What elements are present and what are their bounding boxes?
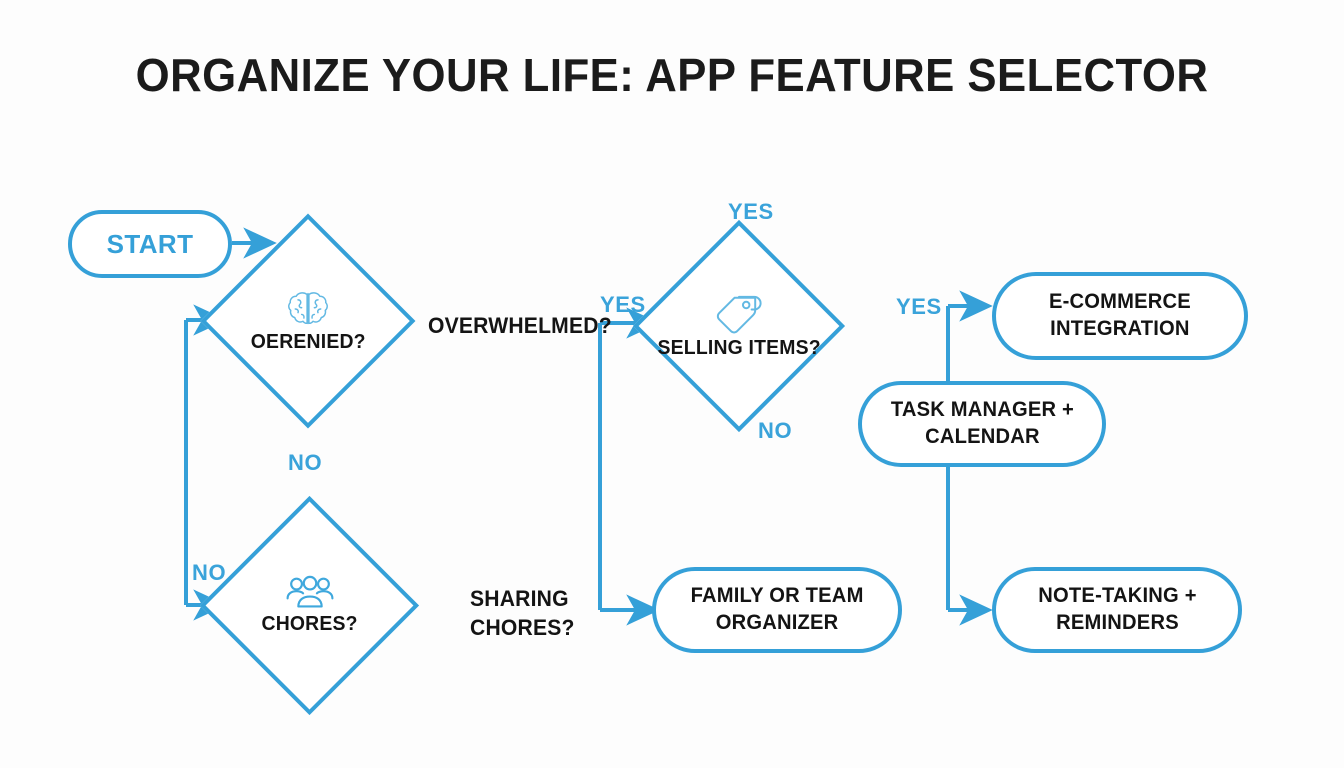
decision-chores-content: CHORES? [232, 528, 387, 683]
result-ecommerce[interactable]: E-COMMERCE INTEGRATION [992, 272, 1248, 360]
result-family-organizer-label: FAMILY OR TEAM ORGANIZER [691, 583, 864, 637]
decision-overwhelmed-content: OERENIED? [232, 245, 384, 397]
result-task-manager-label: TASK MANAGER + CALENDAR [890, 397, 1073, 451]
result-note-taking[interactable]: NOTE-TAKING + REMINDERS [992, 567, 1242, 653]
result-ecommerce-line2: INTEGRATION [1050, 317, 1190, 340]
result-family-organizer-line1: FAMILY OR TEAM [690, 584, 864, 608]
result-task-manager-line2: CALENDAR [924, 425, 1040, 448]
decision-overwhelmed[interactable]: OERENIED? [200, 213, 416, 429]
decision-chores[interactable]: CHORES? [199, 495, 420, 716]
edge-label-yes-overwhelmed: YES [600, 292, 646, 317]
result-family-organizer[interactable]: FAMILY OR TEAM ORGANIZER [652, 567, 902, 653]
price-tag-icon [712, 293, 766, 335]
result-task-manager[interactable]: TASK MANAGER + CALENDAR [858, 381, 1106, 467]
decision-selling-label: SELLING ITEMS? [657, 336, 821, 359]
decision-selling-content: SELLING ITEMS? [657, 251, 820, 401]
decision-selling[interactable]: SELLING ITEMS? [632, 219, 846, 433]
edge-label-no-chores-loop: NO [192, 560, 227, 585]
question-sharing-chores: SHARING CHORES? [470, 585, 575, 642]
edge-label-no-selling: NO [758, 418, 793, 443]
question-overwhelmed: OVERWHELMED? [428, 313, 612, 338]
edge-label-yes-selling-top: YES [728, 199, 774, 224]
question-sharing-chores-line2: CHORES? [470, 614, 575, 640]
result-task-manager-line1: TASK MANAGER + [890, 398, 1074, 422]
start-label: START [106, 228, 194, 259]
question-sharing-chores-line1: SHARING [470, 586, 569, 611]
result-family-organizer-line2: ORGANIZER [715, 611, 839, 634]
result-ecommerce-label: E-COMMERCE INTEGRATION [1049, 289, 1191, 343]
edge-label-no-overwhelmed: NO [288, 450, 323, 475]
start-node[interactable]: START [68, 210, 232, 278]
result-note-taking-line2: REMINDERS [1055, 611, 1179, 634]
result-note-taking-label: NOTE-TAKING + REMINDERS [1038, 583, 1196, 637]
result-note-taking-line1: NOTE-TAKING + [1037, 584, 1197, 608]
decision-chores-label: CHORES? [261, 613, 358, 635]
brain-icon [286, 289, 330, 329]
page-title: ORGANIZE YOUR LIFE: APP FEATURE SELECTOR [135, 49, 1209, 101]
people-group-icon [284, 575, 336, 611]
decision-overwhelmed-label: OERENIED? [250, 330, 366, 353]
edge-label-yes-ecommerce: YES [896, 294, 942, 319]
result-ecommerce-line1: E-COMMERCE [1049, 290, 1191, 314]
